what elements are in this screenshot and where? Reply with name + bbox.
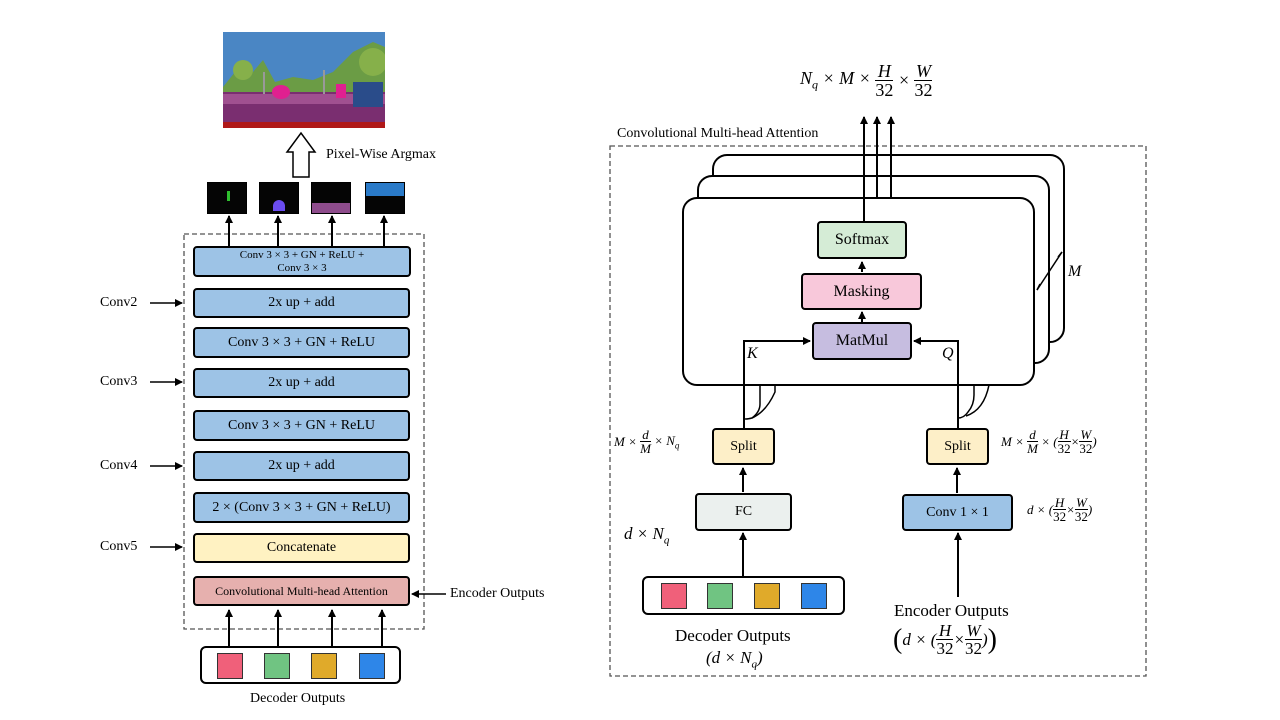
query-square-4: [359, 653, 385, 679]
right-encoder-outputs-label: Encoder Outputs: [894, 601, 1009, 620]
q-label: Q: [942, 345, 954, 362]
conv-block-2: Conv 3 × 3 + GN + ReLU: [193, 327, 410, 358]
decoder-outputs-group: [200, 646, 401, 684]
right-query-square-1: [661, 583, 687, 609]
right-query-square-4: [801, 583, 827, 609]
argmax-label: Pixel-Wise Argmax: [326, 147, 436, 162]
left-dashed-frame: [183, 233, 425, 630]
right-query-square-2: [707, 583, 733, 609]
mask-thumbnail-1: [207, 182, 247, 214]
right-query-square-3: [754, 583, 780, 609]
m-label: M: [1068, 263, 1082, 280]
encoder-outputs-label: Encoder Outputs: [450, 586, 545, 601]
masking-block: Masking: [801, 273, 922, 310]
conv-block-4: 2 × (Conv 3 × 3 + GN + ReLU): [193, 492, 410, 523]
k-label: K: [747, 345, 758, 362]
attention-title: Convolutional Multi-head Attention: [617, 126, 819, 141]
dim-fc: d × Nq: [624, 524, 670, 547]
conv3-label: Conv3: [100, 374, 138, 389]
argmax-arrow: [285, 131, 317, 178]
split-right-block: Split: [926, 428, 989, 465]
right-decoder-outputs-label: Decoder Outputs: [675, 626, 791, 645]
final-conv-line2: Conv 3 × 3: [277, 261, 327, 274]
matmul-block: MatMul: [812, 322, 912, 360]
attention-block: Convolutional Multi-head Attention: [193, 576, 410, 606]
concatenate-block: Concatenate: [193, 533, 410, 563]
query-square-2: [264, 653, 290, 679]
softmax-block: Softmax: [817, 221, 907, 259]
query-square-3: [311, 653, 337, 679]
mask-thumbnail-3: [311, 182, 351, 214]
conv-block-3: Conv 3 × 3 + GN + ReLU: [193, 410, 410, 441]
right-decoder-outputs-group: [642, 576, 845, 615]
conv5-label: Conv5: [100, 539, 138, 554]
upsample-add-block-3: 2x up + add: [193, 368, 410, 398]
final-conv-block: Conv 3 × 3 + GN + ReLU + Conv 3 × 3: [193, 246, 411, 277]
fc-block: FC: [695, 493, 792, 531]
upsample-add-block-4: 2x up + add: [193, 451, 410, 481]
upsample-add-block-2: 2x up + add: [193, 288, 410, 318]
conv2-label: Conv2: [100, 295, 138, 310]
decoder-outputs-label: Decoder Outputs: [250, 691, 346, 706]
right-decoder-dims: (d × Nq): [706, 648, 763, 671]
mask-thumbnail-4: [365, 182, 405, 214]
segmentation-result-image: [223, 32, 385, 128]
mask-thumbnail-2: [259, 182, 299, 214]
final-conv-line1: Conv 3 × 3 + GN + ReLU +: [239, 249, 365, 262]
split-left-block: Split: [712, 428, 775, 465]
query-square-1: [217, 653, 243, 679]
conv1x1-block: Conv 1 × 1: [902, 494, 1013, 531]
conv4-label: Conv4: [100, 458, 138, 473]
